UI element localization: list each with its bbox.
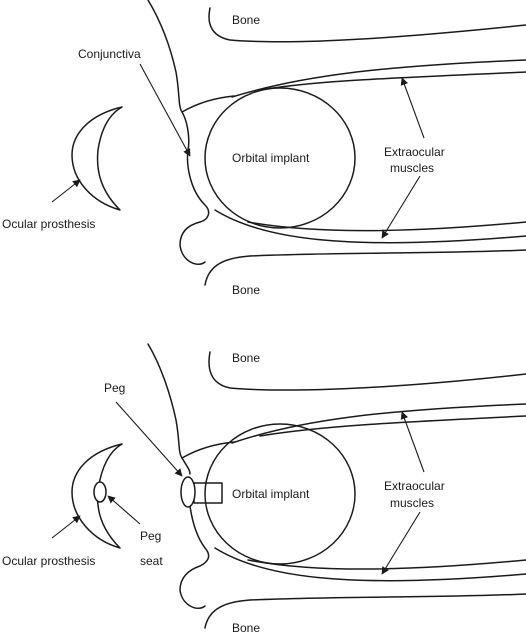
- top-bone-upper-label: Bone: [232, 13, 260, 27]
- top-extraocular-label-line1: Extraocular: [384, 145, 445, 159]
- bottom-bone-upper-label: Bone: [232, 351, 260, 365]
- bottom-peg-seat-recess: [93, 481, 107, 503]
- bottom-lower-muscle-outer: [214, 547, 526, 582]
- bottom-orbital-implant-label: Orbital implant: [232, 487, 310, 501]
- bottom-lower-muscle-inner: [247, 559, 526, 570]
- top-ocular-prosthesis-shell: [71, 106, 123, 211]
- top-extraocular-label-line2: muscles: [390, 161, 434, 175]
- top-lower-bone-outline: [204, 249, 526, 286]
- bottom-peg-arrow: [115, 401, 183, 477]
- bottom-peg-seat-label-line2: seat: [140, 554, 163, 568]
- top-conjunctiva-fold: [179, 111, 210, 266]
- bottom-muscle-arrow-upper: [400, 411, 425, 473]
- bottom-conjunctiva-fold: [179, 457, 210, 610]
- bottom-peg-label: Peg: [104, 381, 125, 395]
- top-muscle-arrow-lower: [381, 175, 421, 239]
- top-panel: Bone Bone Conjunctiva Orbital implant Ex…: [2, 0, 526, 297]
- bottom-prosthesis-arrow: [51, 515, 81, 539]
- bottom-peg-seat-arrow: [107, 495, 141, 525]
- bottom-extraocular-label-line2: muscles: [390, 496, 434, 510]
- top-upper-muscle-inner: [259, 71, 526, 91]
- top-orbital-implant-sphere: [204, 87, 356, 229]
- bottom-panel: Bone Bone Peg Peg seat Orbital implant E…: [2, 343, 526, 635]
- bottom-ocular-prosthesis-label: Ocular prosthesis: [2, 554, 95, 568]
- bottom-upper-bone-outline: [208, 351, 526, 391]
- bottom-upper-muscle-inner: [259, 415, 526, 437]
- bottom-peg-shaft: [193, 482, 223, 504]
- top-conjunctiva-label: Conjunctiva: [78, 47, 141, 61]
- bottom-extraocular-label-line1: Extraocular: [384, 479, 445, 493]
- top-prosthesis-arrow: [51, 179, 81, 203]
- bottom-ocular-prosthesis-shell: [71, 443, 123, 549]
- top-ocular-prosthesis-label: Ocular prosthesis: [2, 217, 95, 231]
- bottom-bone-lower-label: Bone: [232, 621, 260, 635]
- bottom-lower-bone-outline: [204, 593, 526, 629]
- top-muscle-arrow-upper: [400, 77, 425, 139]
- bottom-peg-seat-label-line1: Peg: [140, 529, 161, 543]
- top-conjunctiva-arrow: [139, 63, 191, 157]
- bottom-muscle-arrow-lower: [381, 511, 421, 575]
- top-bone-lower-label: Bone: [232, 283, 260, 297]
- bottom-peg-head: [180, 476, 196, 508]
- top-lower-muscle-inner: [247, 221, 526, 232]
- bottom-upper-muscle-outer: [231, 403, 526, 444]
- top-upper-eyelid: [147, 0, 235, 113]
- top-lower-muscle-outer: [214, 209, 526, 244]
- bottom-upper-eyelid: [147, 343, 235, 459]
- top-upper-bone-outline: [208, 7, 526, 43]
- top-orbital-implant-label: Orbital implant: [232, 151, 310, 165]
- top-upper-muscle-outer: [231, 59, 526, 98]
- bottom-orbital-implant-sphere: [204, 423, 356, 565]
